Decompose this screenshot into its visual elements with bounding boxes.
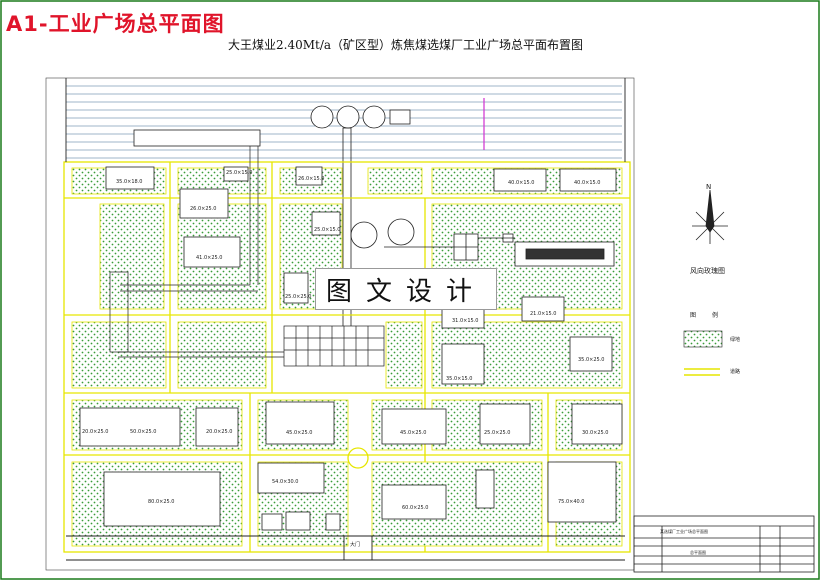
buildings [79,166,623,531]
building-label: 26.0×15.0 [298,176,325,182]
building-label: 35.0×25.0 [578,357,605,363]
building-label: 40.0×15.0 [508,180,535,186]
building-label: 21.0×15.0 [530,311,557,317]
drawing-title: 大王煤业2.40Mt/a（矿区型）炼焦煤选煤厂工业广场总平面布置图 [228,38,584,52]
legend-road-label: 道路 [730,369,741,375]
building-label: 26.0×25.0 [190,206,217,212]
building-label: 45.0×25.0 [286,430,313,436]
title-block-drawing-name: 总平面图 [690,550,706,555]
title-block-project: 某选煤厂工业广场总平面图 [660,529,708,534]
galleries [109,146,515,358]
gate-label: 大门 [350,542,361,548]
boundary [65,78,626,561]
sheet-title: A1-工业广场总平面图 [6,12,225,36]
building-label: 35.0×18.0 [116,179,143,185]
building-label: 20.0×25.0 [82,429,109,435]
building-label: 41.0×25.0 [196,255,223,261]
legend-green-swatch [683,330,723,348]
building-label: 80.0×25.0 [148,499,175,505]
building-label: 20.0×25.0 [206,429,233,435]
site-frame [45,77,635,571]
silos [85,105,415,370]
building-label: 25.0×25.0 [285,294,312,300]
wind-rose-label: 风向玫瑰图 [690,267,725,275]
north-arrow [692,189,728,244]
storage-building [133,129,261,147]
watermark: 图文设计 [315,268,497,310]
building-label: 75.0×40.0 [558,499,585,505]
equipment-strips [453,233,615,267]
north-label: N [706,183,712,191]
title-block [633,515,815,573]
building-label: 31.0×15.0 [452,318,479,324]
building-label: 35.0×15.0 [446,376,473,382]
building-label: 30.0×25.0 [582,430,609,436]
building-label: 25.0×25.0 [484,430,511,436]
legend-header-left: 图 [690,312,697,319]
legend-green-label: 绿地 [730,337,741,343]
building-label: 40.0×15.0 [574,180,601,186]
building-label: 25.0×15.0 [314,227,341,233]
building-label: 25.0×15.0 [226,170,253,176]
building-label: 60.0×25.0 [402,505,429,511]
building-label: 54.0×30.0 [272,479,299,485]
building-label: 50.0×25.0 [130,429,157,435]
main-plant [283,325,385,367]
building-label: 45.0×25.0 [400,430,427,436]
legend-header-right: 例 [712,312,719,319]
